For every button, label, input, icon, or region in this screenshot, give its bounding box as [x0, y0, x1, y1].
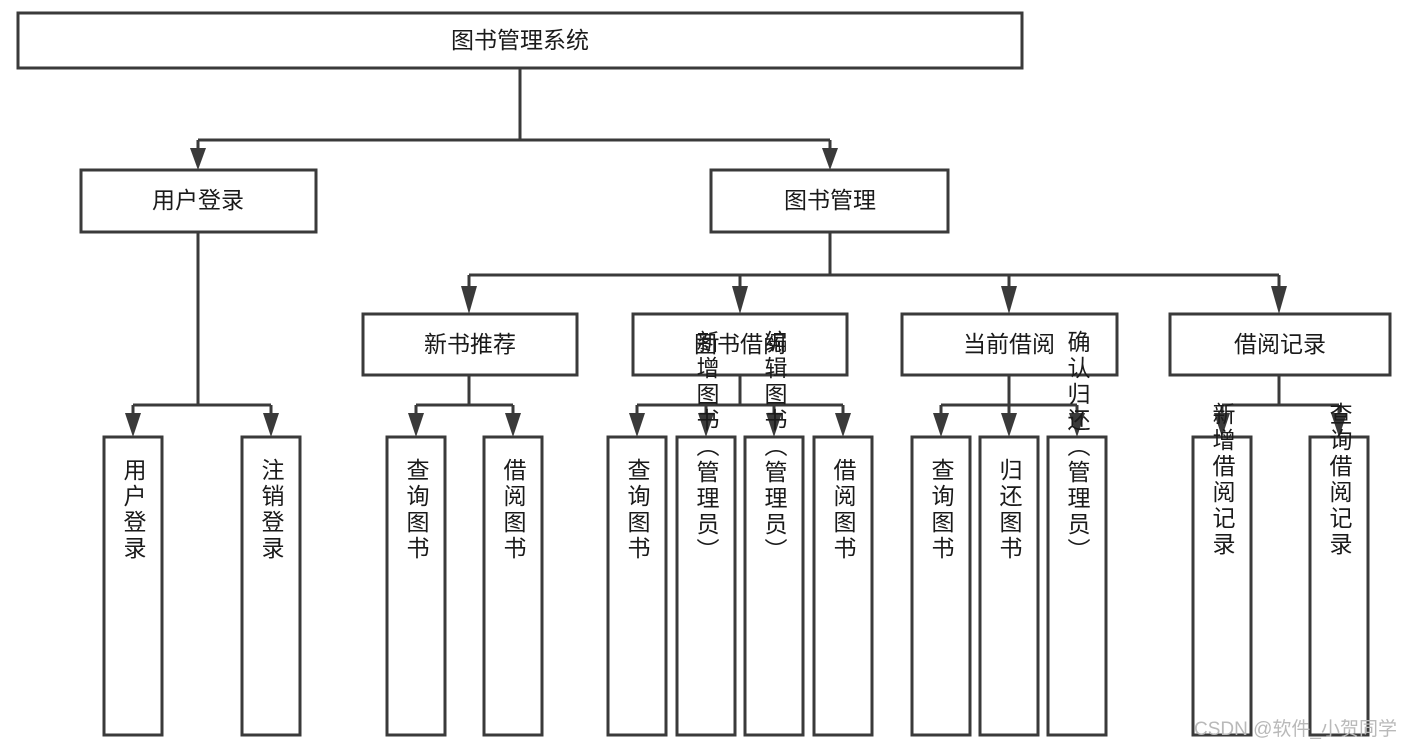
leaf-node[interactable]: 查询图书	[606, 435, 668, 737]
connector-group-new-book-to-leaves	[408, 375, 521, 437]
leaf-node-box	[482, 435, 544, 737]
node-borrow-record-box	[1168, 312, 1392, 377]
leaf-node[interactable]: 新增借阅记录	[1191, 402, 1253, 737]
leaf-node-label: 查询图书	[928, 458, 955, 562]
arrow-head-leaf-1	[125, 413, 141, 437]
arrow-head-book-borrow	[732, 286, 748, 314]
arrow-head-user-login	[190, 148, 206, 170]
leaf-node-box	[606, 435, 668, 737]
leaf-node-label: 查询图书	[403, 458, 430, 562]
connector-group-book-mgmt-to-level3	[461, 232, 1287, 314]
leaf-node[interactable]: 用户登录	[102, 435, 164, 737]
arrow-head-borrow-record	[1271, 286, 1287, 314]
node-root-system-label: 图书管理系统	[451, 27, 589, 53]
leaf-node-label: 新增借阅记录	[1209, 402, 1236, 558]
leaf-node-label: 借阅图书	[500, 458, 527, 562]
leaf-node-box	[1046, 435, 1108, 737]
leaf-node[interactable]: 注销登录	[240, 435, 302, 737]
leaf-node[interactable]: 查询借阅记录	[1308, 402, 1370, 737]
leaf-node-box	[978, 435, 1040, 737]
leaf-node[interactable]: 新增图书（管理员）	[675, 330, 737, 737]
node-borrow-record[interactable]: 借阅记录	[1168, 312, 1392, 377]
node-user-login[interactable]: 用户登录	[79, 168, 318, 234]
leaf-node-label: 用户登录	[120, 458, 147, 562]
leaf-node-box	[1191, 435, 1253, 737]
arrow-head-leaf-9	[933, 413, 949, 437]
node-book-management-box	[709, 168, 950, 234]
node-borrow-record-label: 借阅记录	[1234, 331, 1326, 357]
leaf-node[interactable]: 查询图书	[910, 435, 972, 737]
connector-group-current-borrow-to-leaves	[933, 375, 1085, 437]
leaf-node[interactable]: 编辑图书（管理员）	[743, 330, 805, 737]
node-current-borrow[interactable]: 当前借阅	[900, 312, 1119, 377]
arrow-head-leaf-13	[1331, 413, 1347, 437]
node-current-borrow-label: 当前借阅	[963, 331, 1055, 357]
arrow-head-book-mgmt	[822, 148, 838, 170]
leaf-node-box	[240, 435, 302, 737]
node-book-borrow[interactable]: 图书借阅	[631, 312, 849, 377]
arrow-head-new-book-rec	[461, 286, 477, 314]
leaf-node-box	[102, 435, 164, 737]
leaf-node-box	[812, 435, 874, 737]
leaf-node-label: 查询借阅记录	[1326, 402, 1353, 558]
node-book-borrow-label: 图书借阅	[694, 331, 786, 357]
leaf-node-box	[385, 435, 447, 737]
node-user-login-box	[79, 168, 318, 234]
arrow-head-leaf-12	[1214, 413, 1230, 437]
connector-group-user-login-to-leaves	[125, 232, 279, 437]
arrow-head-leaf-7	[766, 413, 782, 437]
node-root-system[interactable]: 图书管理系统	[16, 11, 1024, 70]
node-user-login-label: 用户登录	[152, 187, 244, 213]
arrow-head-current-borrow	[1001, 286, 1017, 314]
node-book-borrow-box	[631, 312, 849, 377]
connector-group-book-borrow-to-leaves	[629, 375, 851, 437]
leaf-node[interactable]: 借阅图书	[812, 435, 874, 737]
leaf-node[interactable]: 归还图书	[978, 435, 1040, 737]
arrow-head-leaf-6	[698, 413, 714, 437]
node-current-borrow-box	[900, 312, 1119, 377]
leaf-node[interactable]: 确认归还（管理员）	[1046, 330, 1108, 737]
leaf-node-box	[1308, 435, 1370, 737]
leaf-node[interactable]: 查询图书	[385, 435, 447, 737]
node-book-management-label: 图书管理	[784, 187, 876, 213]
arrow-head-leaf-11	[1069, 413, 1085, 437]
leaf-node-label: 查询图书	[624, 458, 651, 562]
leaf-node-label: 确认归还（管理员）	[1064, 330, 1091, 564]
node-new-book-recommend-box	[361, 312, 579, 377]
leaf-node-box	[743, 435, 805, 737]
connector-group-root-to-level2	[190, 68, 838, 170]
leaf-node-label: 借阅图书	[830, 458, 857, 562]
arrow-head-leaf-8	[835, 413, 851, 437]
node-new-book-recommend-label: 新书推荐	[424, 331, 516, 357]
leaf-node-label: 归还图书	[996, 458, 1023, 562]
leaf-node-box	[675, 435, 737, 737]
arrow-head-leaf-4	[505, 413, 521, 437]
connector-group-borrow-record-to-leaves	[1214, 375, 1347, 437]
node-book-management[interactable]: 图书管理	[709, 168, 950, 234]
leaf-node-label: 编辑图书（管理员）	[761, 330, 788, 564]
arrow-head-leaf-10	[1001, 413, 1017, 437]
leaf-node-label: 新增图书（管理员）	[693, 330, 720, 564]
arrow-head-leaf-5	[629, 413, 645, 437]
leaf-node[interactable]: 借阅图书	[482, 435, 544, 737]
leaf-node-box	[910, 435, 972, 737]
arrow-head-leaf-3	[408, 413, 424, 437]
node-new-book-recommend[interactable]: 新书推荐	[361, 312, 579, 377]
leaf-node-label: 注销登录	[258, 458, 285, 562]
node-root-system-box	[16, 11, 1024, 70]
arrow-head-leaf-2	[263, 413, 279, 437]
